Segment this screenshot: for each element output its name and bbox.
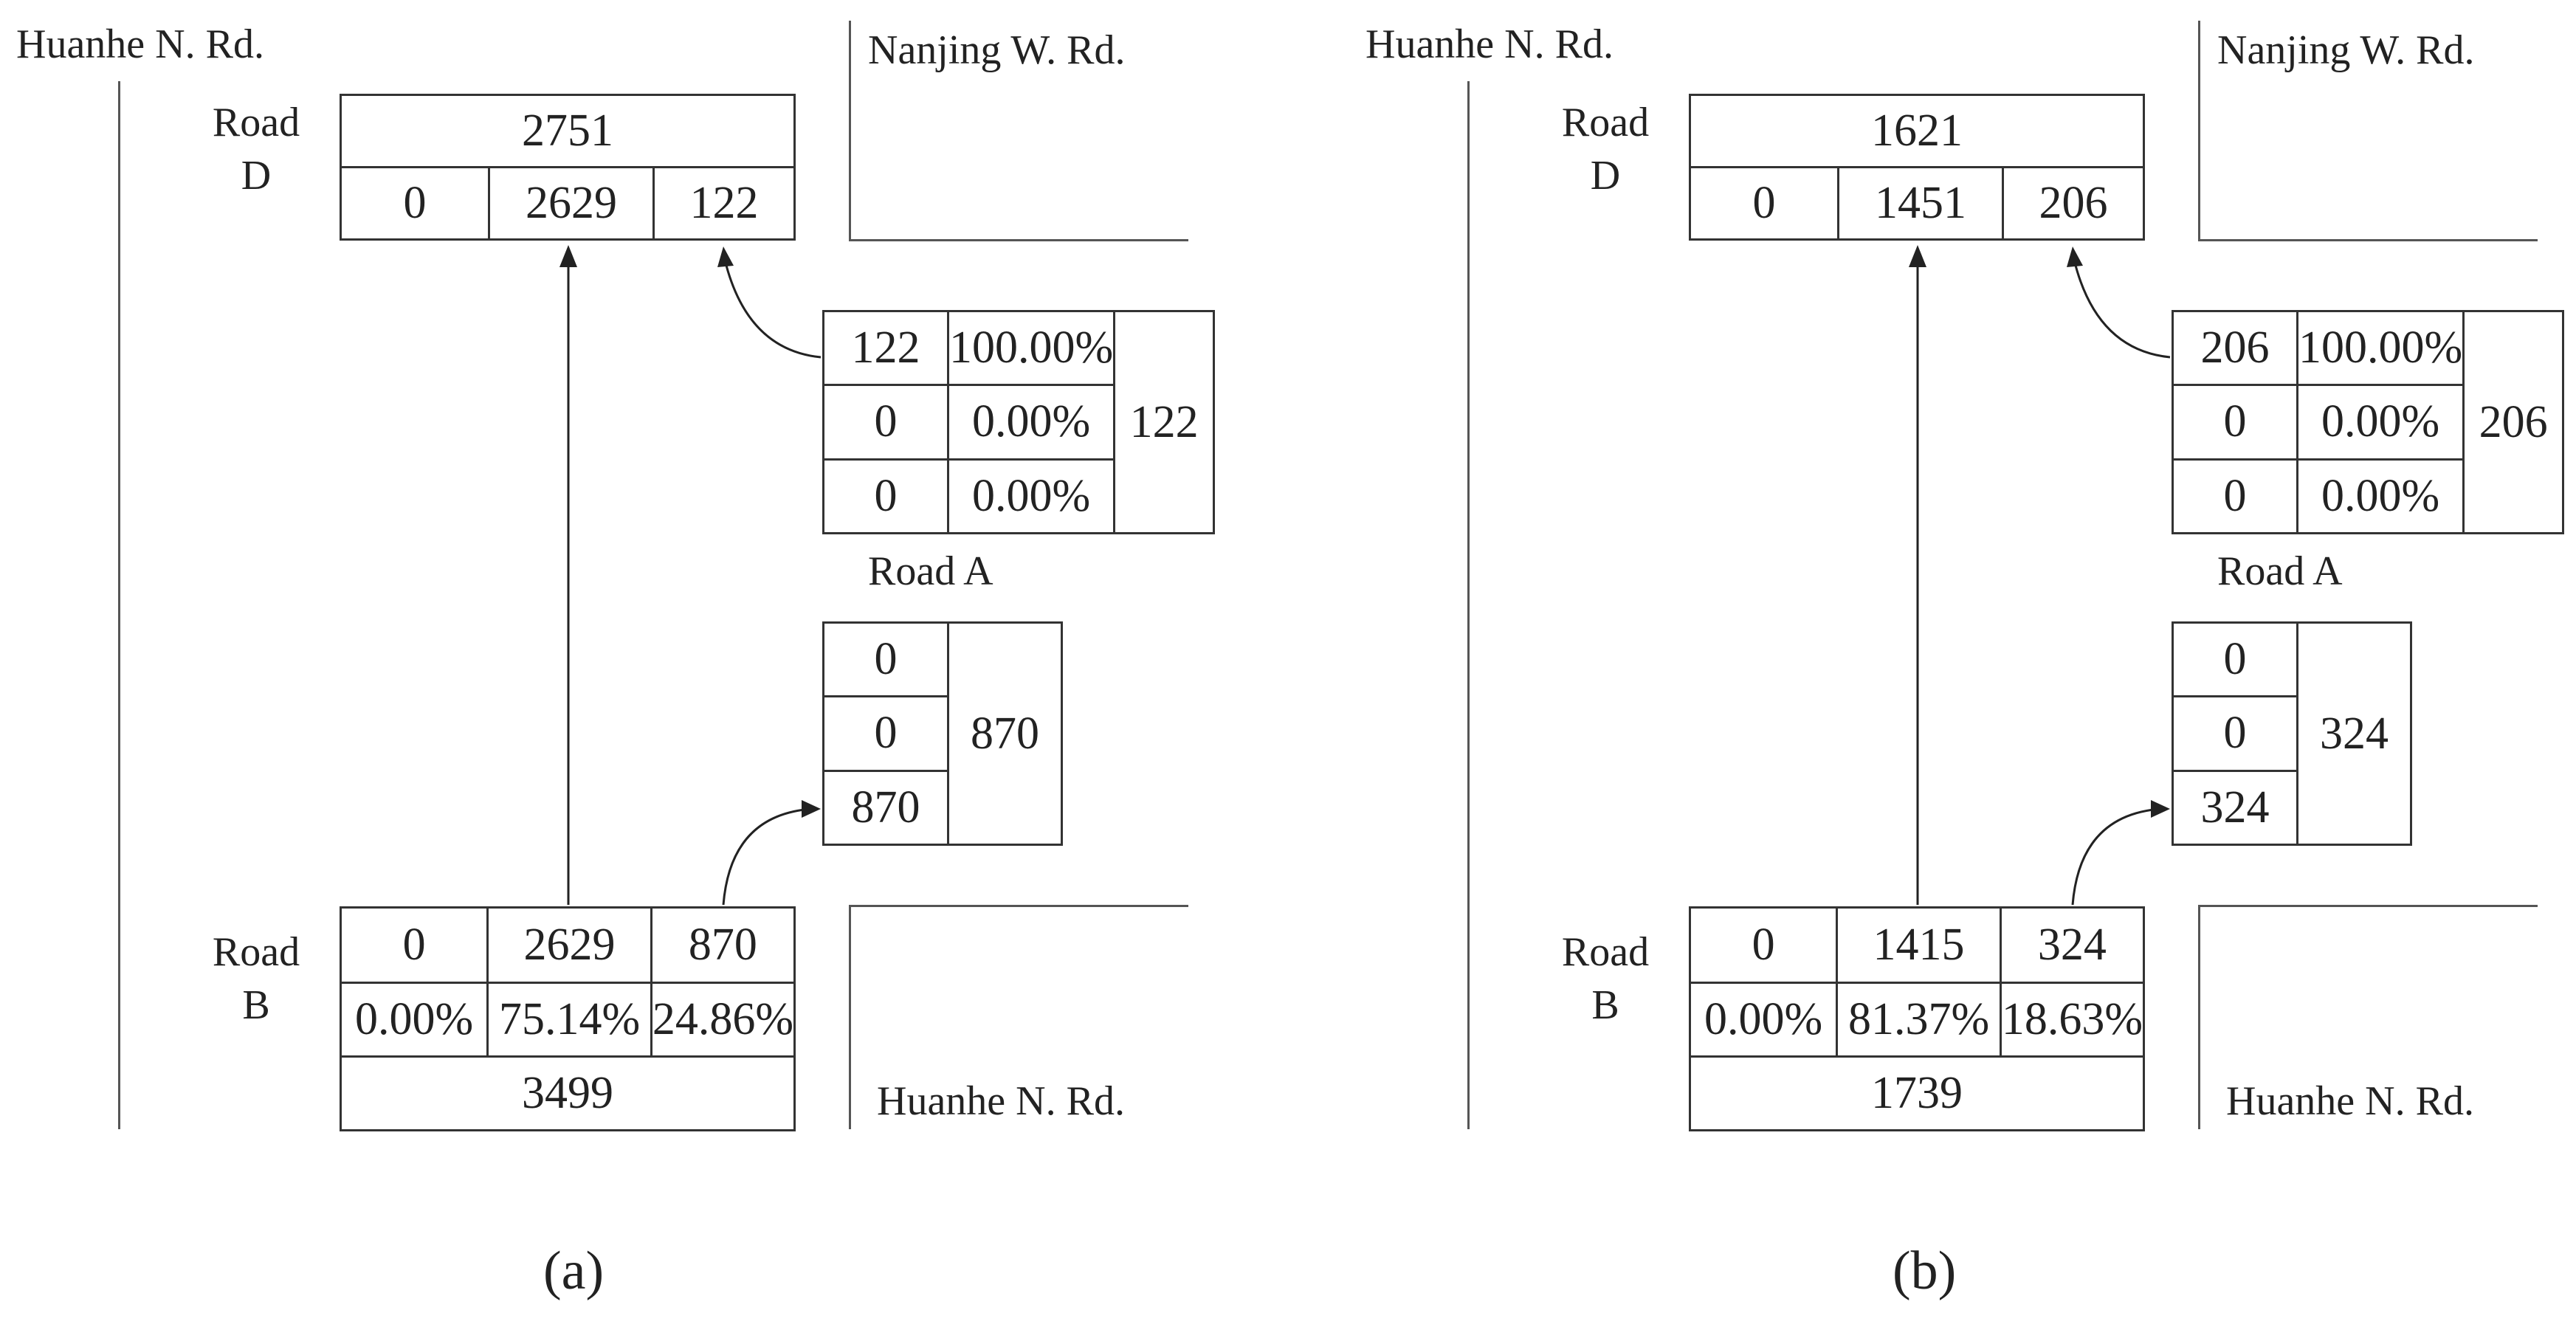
road-d-total: 1621 [1689, 94, 2145, 168]
road-d-label-line1: Road [212, 100, 300, 145]
road-b-cell-right: 870 [650, 906, 796, 984]
road-b-percent-left: 0.00% [1688, 982, 1839, 1058]
road-b-cell-left: 0 [339, 906, 489, 984]
road-a-upper-value-3: 0 [822, 458, 949, 535]
road-b-label-line2: B [242, 982, 270, 1028]
road-d-cell-left: 0 [1689, 166, 1839, 241]
road-b-table: 0 2629 870 0.00% 75.14% 24.86% 3499 [339, 906, 796, 1131]
road-a-upper-percent-2: 0.00% [946, 384, 1116, 461]
panel-b: Huanhe N. Rd. Nanjing W. Rd. Huanhe N. R… [1349, 0, 2576, 1327]
road-b-label-line2: B [1591, 982, 1619, 1028]
road-a-upper-value-2: 0 [2172, 384, 2298, 461]
road-b-label: Road B [201, 926, 311, 1032]
road-d-table: 2751 0 2629 122 [340, 94, 796, 241]
road-d-cell-left: 0 [340, 166, 490, 241]
road-d-label-line2: D [241, 153, 272, 199]
road-b-total: 1739 [1689, 1055, 2145, 1131]
road-b-table: 0 1415 324 0.00% 81.37% 18.63% 1739 [1688, 906, 2146, 1131]
top-right-road-edge-h [849, 239, 1188, 241]
road-a-lower-value-2: 0 [2172, 695, 2298, 772]
right-turn-arrow-to-road-d [723, 259, 822, 359]
top-right-road-edge-h [2198, 239, 2538, 241]
right-turn-arrow-to-road-a [722, 807, 813, 906]
road-d-label: Road D [201, 96, 311, 202]
road-b-percent-through: 81.37% [1836, 982, 2002, 1058]
road-a-upper-value-2: 0 [822, 384, 949, 461]
road-b-percent-through: 75.14% [486, 982, 652, 1058]
right-turn-arrow-to-road-a [2071, 807, 2162, 906]
road-a-label: Road A [868, 548, 993, 594]
road-a-upper-value-1: 122 [822, 309, 949, 387]
road-d-label-line2: D [1590, 153, 1621, 199]
top-right-road-edge [2198, 21, 2200, 241]
right-turn-arrow-head-a [802, 800, 821, 818]
road-b-label: Road B [1550, 926, 1661, 1032]
road-b-total: 3499 [340, 1055, 796, 1131]
road-a-upper-percent-1: 100.00% [946, 309, 1116, 387]
road-d-table: 1621 0 1451 206 [1689, 94, 2145, 241]
road-a-lower-value-3: 870 [822, 769, 949, 847]
road-b-percent-right: 18.63% [1999, 982, 2146, 1058]
right-turn-arrow-to-road-d [2073, 259, 2171, 359]
top-right-road-edge [849, 21, 851, 241]
road-b-label-line1: Road [212, 929, 300, 975]
bottom-right-road-name: Huanhe N. Rd. [877, 1078, 1125, 1124]
top-left-road-name: Huanhe N. Rd. [16, 21, 264, 67]
road-b-percent-left: 0.00% [339, 982, 489, 1058]
road-b-label-line1: Road [1561, 929, 1650, 975]
right-turn-arrow-head-d [2067, 247, 2083, 267]
road-a-lower-total: 870 [947, 621, 1063, 846]
road-b-cell-through: 1415 [1836, 906, 2002, 984]
road-a-lower-value-3: 324 [2172, 769, 2298, 847]
top-right-road-name: Nanjing W. Rd. [2217, 27, 2475, 73]
road-a-lower-table: 0 870 0 870 [822, 621, 1063, 847]
panel-caption: (a) [543, 1241, 605, 1301]
road-a-lower-total: 324 [2296, 621, 2412, 846]
road-b-percent-right: 24.86% [650, 982, 796, 1058]
road-a-upper-table: 122 100.00% 122 0 0.00% 0 0.00% [822, 309, 1215, 535]
bottom-right-road-edge-h [849, 905, 1188, 907]
bottom-right-road-name: Huanhe N. Rd. [2226, 1078, 2474, 1124]
road-a-upper-percent-3: 0.00% [946, 458, 1116, 535]
road-d-cell-right: 122 [652, 166, 796, 241]
road-a-lower-value-1: 0 [822, 621, 949, 698]
road-d-cell-through: 2629 [488, 166, 655, 241]
road-d-cell-right: 206 [2002, 166, 2145, 241]
panel-a: Huanhe N. Rd. Nanjing W. Rd. Huanhe N. R… [16, 21, 1215, 1301]
road-d-total: 2751 [340, 94, 796, 168]
road-a-upper-percent-3: 0.00% [2296, 458, 2465, 535]
road-a-upper-percent-2: 0.00% [2296, 384, 2465, 461]
road-a-upper-total: 122 [1113, 310, 1215, 534]
road-a-upper-value-1: 206 [2172, 309, 2298, 387]
through-arrow-head [1909, 245, 1926, 267]
road-d-label: Road D [1550, 96, 1661, 202]
bottom-right-road-edge-h [2198, 905, 2538, 907]
road-d-label-line1: Road [1561, 100, 1650, 145]
right-turn-arrow-head-d [717, 247, 734, 267]
road-a-lower-value-2: 0 [822, 695, 949, 772]
panel-caption: (b) [1893, 1241, 1957, 1301]
right-turn-arrow-head-a [2151, 800, 2170, 818]
road-a-lower-table: 0 324 0 324 [2172, 621, 2412, 847]
left-road-edge [118, 81, 120, 1129]
road-d-cell-through: 1451 [1837, 166, 2004, 241]
flow-arrows [1909, 245, 2171, 906]
road-a-upper-value-3: 0 [2172, 458, 2298, 535]
top-right-road-name: Nanjing W. Rd. [868, 27, 1126, 73]
bottom-right-road-edge [2198, 905, 2200, 1129]
bottom-right-road-edge [849, 905, 851, 1129]
flow-arrows [559, 245, 822, 906]
through-arrow-head [559, 245, 577, 267]
road-a-upper-percent-1: 100.00% [2296, 309, 2465, 387]
top-left-road-name: Huanhe N. Rd. [1366, 21, 1614, 67]
road-a-label: Road A [2217, 548, 2343, 594]
road-b-cell-right: 324 [1999, 906, 2146, 984]
road-b-cell-left: 0 [1688, 906, 1839, 984]
road-a-upper-table: 206 100.00% 206 0 0.00% 0 0.00% [2172, 309, 2564, 535]
road-b-cell-through: 2629 [486, 906, 652, 984]
road-a-upper-total: 206 [2462, 310, 2564, 534]
road-a-lower-value-1: 0 [2172, 621, 2298, 698]
left-road-edge [1467, 81, 1470, 1129]
